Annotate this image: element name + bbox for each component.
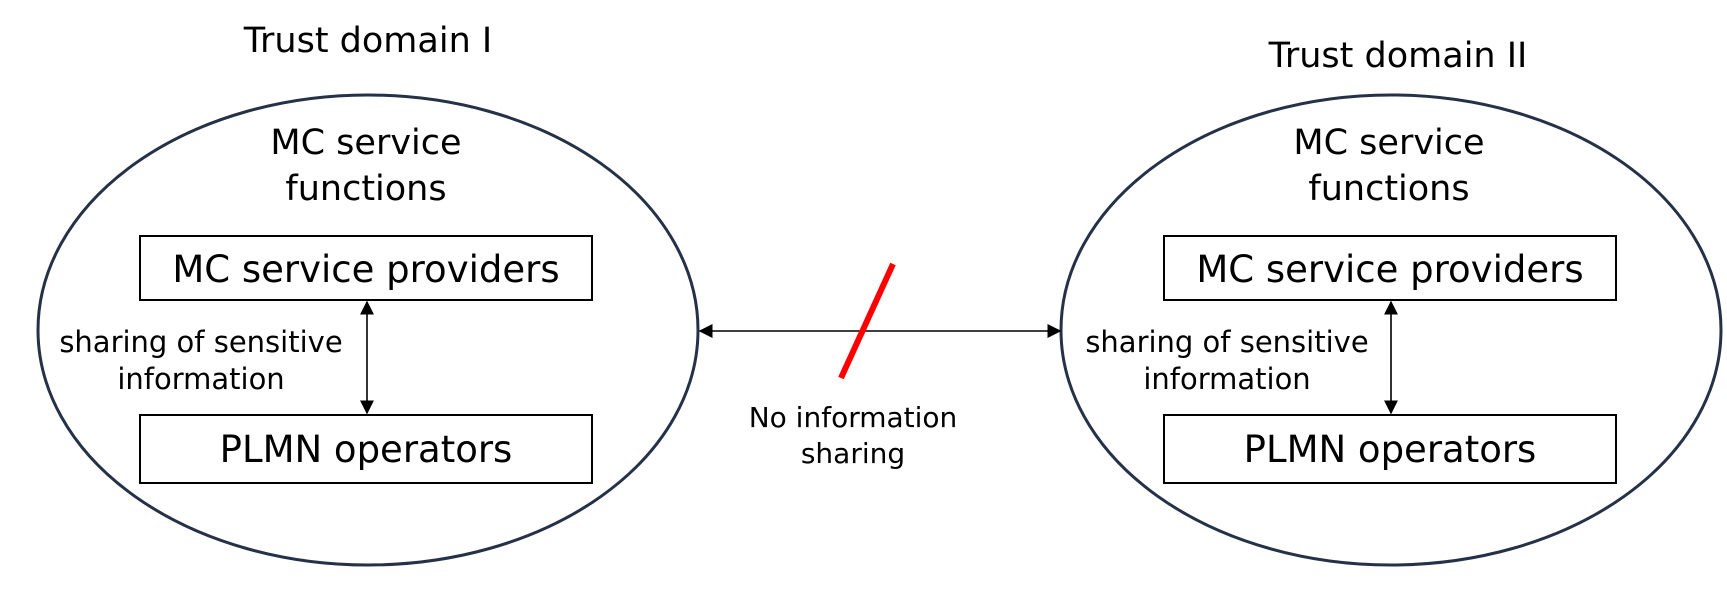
right-functions-label-line1: MC service — [1293, 123, 1484, 163]
right-operators-box-label: PLMN operators — [1244, 428, 1537, 471]
left-sharing-label-line1: sharing of sensitive — [59, 325, 342, 359]
right-providers-box-label: MC service providers — [1196, 248, 1583, 291]
no-sharing-label-line1: No information — [749, 401, 958, 434]
left-functions-label-line1: MC service — [270, 123, 461, 163]
trust-domain-right: Trust domain II MC service functions MC … — [1059, 36, 1723, 567]
trust-domain-left-title: Trust domain I — [243, 21, 492, 61]
no-sharing-label-line2: sharing — [801, 437, 905, 470]
left-operators-box-label: PLMN operators — [220, 428, 513, 471]
left-providers-box — [139, 235, 593, 301]
middle-connection: No information sharing — [698, 262, 1062, 470]
trust-domain-left-ellipse — [36, 93, 700, 567]
right-providers-box — [1163, 235, 1617, 301]
left-functions-label-line2: functions — [285, 169, 446, 209]
blocked-slash — [838, 262, 896, 380]
left-operators-box — [139, 414, 593, 484]
left-providers-box-label: MC service providers — [172, 248, 559, 291]
trust-domain-right-title: Trust domain II — [1268, 36, 1528, 76]
right-sharing-label-line2: information — [1143, 362, 1310, 396]
right-operators-box — [1163, 414, 1617, 484]
trust-domain-left: Trust domain I MC service functions MC s… — [36, 21, 700, 567]
left-sharing-label-line2: information — [117, 362, 284, 396]
right-sharing-label-line1: sharing of sensitive — [1085, 325, 1368, 359]
right-functions-label-line2: functions — [1308, 169, 1469, 209]
